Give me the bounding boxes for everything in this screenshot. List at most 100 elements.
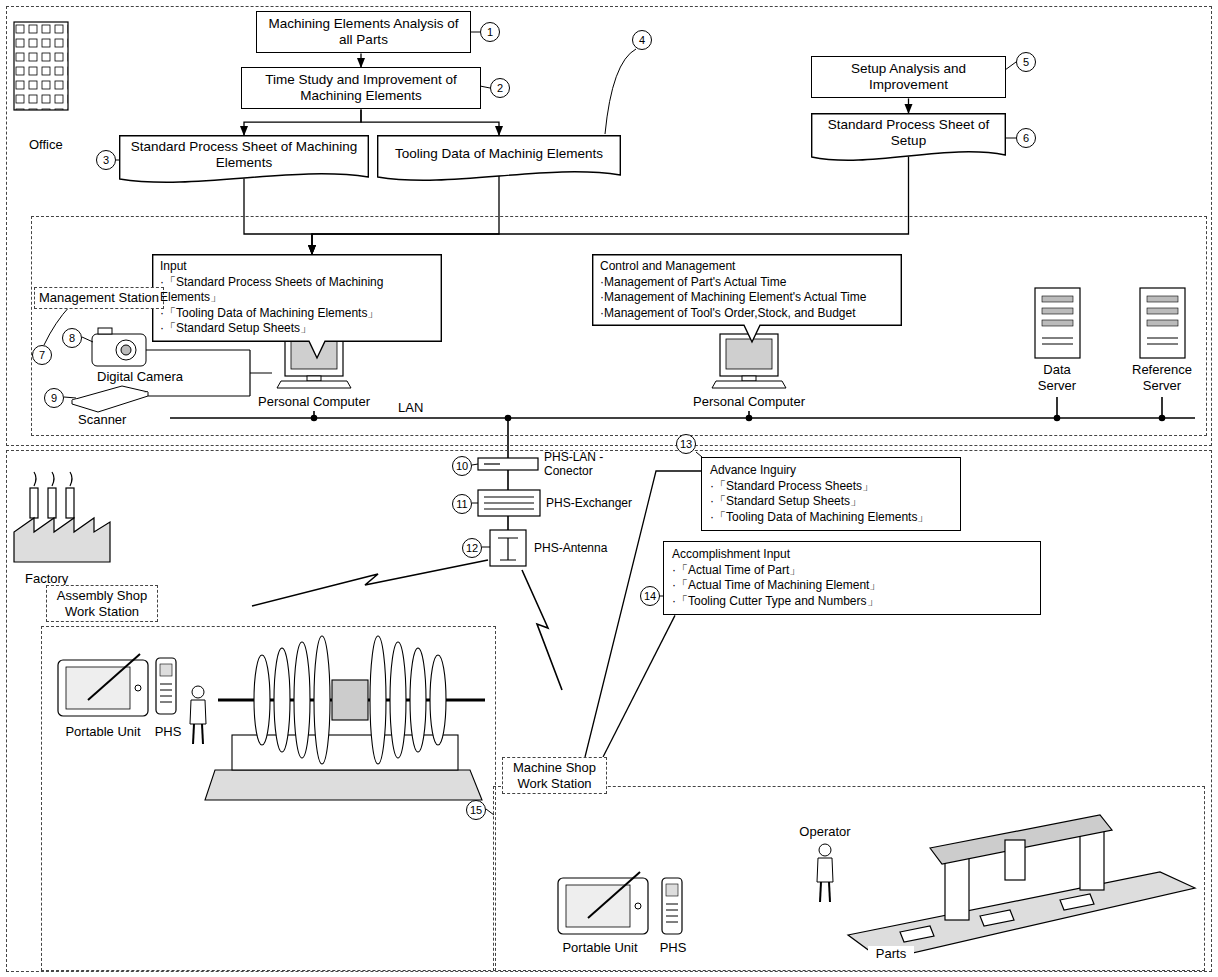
outline — [812, 114, 1006, 161]
drawing-part — [82, 337, 93, 342]
callout-number: 6 — [1016, 128, 1036, 148]
bullet-text: ·「Tooling Data of Machining Elements」 — [710, 510, 952, 526]
part-label: Portable Unit — [48, 724, 158, 740]
drawing-part — [410, 648, 426, 752]
region-heading: Office — [25, 135, 67, 155]
callout-number: 8 — [62, 328, 82, 348]
factory-region: FactoryAssembly Shop Work StationMachine… — [6, 450, 1212, 972]
box-text: Machining Elements Analysis of all Parts — [263, 16, 464, 48]
bullet-text: ·Management of Tool's Order,Stock, and B… — [600, 306, 894, 322]
bullet-text: ·「Actual Time of Machining Element」 — [672, 578, 1032, 594]
bullet-text: ·Management of Machining Element's Actua… — [600, 290, 894, 306]
document-box: Tooling Data of Machinig Elements — [377, 135, 621, 183]
outline — [153, 255, 442, 358]
part-label: Portable Unit — [545, 940, 655, 956]
part-label: PHS-Antenna — [534, 541, 624, 555]
scanner — [72, 386, 148, 412]
bullet-text: ·「Standard Setup Sheets」 — [710, 494, 952, 510]
part-label: Operator — [790, 824, 860, 840]
drawing-part — [478, 490, 540, 516]
region-heading: Machine Shop Work Station — [502, 757, 607, 794]
drawing-part — [1060, 894, 1094, 910]
document-box: Standard Process Sheet of Setup — [811, 113, 1006, 163]
drawing-part — [900, 926, 934, 942]
drawing-part — [205, 770, 482, 800]
drawing-part — [66, 488, 74, 518]
drawing-part — [98, 328, 112, 334]
drawing-part — [92, 334, 146, 366]
drawing-part — [484, 508, 534, 509]
region-heading: Assembly Shop Work Station — [46, 585, 158, 622]
callout-box: Accomplishment Input·「Actual Time of Par… — [663, 541, 1041, 615]
drawing-part — [1055, 416, 1060, 421]
callout-number: 7 — [32, 345, 52, 365]
flow-arrow — [908, 98, 909, 113]
drawing-part — [72, 392, 148, 412]
bullet-text: ·「Tooling Data of Machining Elements」 — [160, 306, 434, 322]
process-box: Machining Elements Analysis of all Parts — [256, 11, 471, 53]
drawing-part — [484, 496, 534, 497]
outline — [378, 136, 621, 181]
callout-number: 1 — [480, 22, 500, 42]
drawing-part — [14, 22, 68, 110]
part-label: Data Server — [1027, 362, 1087, 393]
drawing-part — [274, 648, 290, 752]
box-text: Advance Inguiry — [710, 463, 952, 479]
bullet-text: ·「Standard Process Sheets of Machining E… — [160, 275, 434, 306]
drawing-part — [484, 463, 500, 464]
drawing-part — [747, 416, 752, 421]
process-box: Setup Analysis and Improvement — [811, 56, 1006, 98]
drawing-part — [470, 32, 480, 33]
drawing-part — [472, 464, 478, 465]
drawing-part — [507, 418, 509, 458]
callout-number: 2 — [490, 78, 510, 98]
digital-camera — [92, 328, 146, 366]
drawing-part — [817, 844, 833, 902]
callout-box: Control and Management·Management of Par… — [592, 254, 902, 326]
bullet-text: ·Management of Part's Actual Time — [600, 275, 894, 291]
drawing-part — [945, 858, 969, 920]
office-region: Office Machining Elements Analysis of all… — [6, 6, 1212, 446]
drawing-part — [30, 488, 38, 518]
box-text: Accomplishment Input — [672, 547, 1032, 563]
drawing-part — [252, 560, 488, 606]
flow-arrow — [361, 109, 499, 135]
box-text: Control and Management — [600, 259, 894, 275]
drawing-part — [64, 397, 76, 398]
drawing-part — [484, 502, 534, 503]
bullet-text: ·「Standard Process Sheets」 — [710, 479, 952, 495]
part-label: Scanner — [78, 412, 148, 428]
drawing-part — [332, 680, 368, 720]
bullet-text: ·「Standard Setup Sheets」 — [160, 321, 434, 337]
box-text: Standard Process Sheet of Setup — [817, 117, 1000, 149]
callout-number: 4 — [632, 30, 652, 50]
drawing-part — [156, 658, 176, 714]
box-text: Input — [160, 259, 434, 275]
drawing-part — [34, 472, 72, 486]
drawing-part — [662, 878, 682, 934]
bullet-text: ·「Tooling Cutter Type and Numbers」 — [672, 594, 1032, 610]
drawing-part — [980, 910, 1014, 926]
callout-number: 15 — [466, 800, 486, 820]
part-label: Parts — [868, 946, 914, 962]
drawing-part — [1140, 288, 1185, 358]
process-box: Time Study and Improvement of Machining … — [241, 67, 481, 109]
flow-arrow — [312, 176, 499, 254]
bullet-text: ·「Actual Time of Part」 — [672, 563, 1032, 579]
part-label: Digital Camera — [97, 369, 217, 385]
drawing-part — [48, 488, 56, 518]
drawing-part — [312, 416, 317, 421]
flow-arrow — [244, 109, 361, 135]
drawing-part — [605, 49, 636, 134]
drawing-part — [116, 160, 119, 161]
turbine — [205, 636, 485, 800]
drawing-part — [1035, 288, 1080, 358]
outline — [593, 255, 902, 342]
document-box: Standard Process Sheet of Machining Elem… — [119, 135, 369, 185]
callout-number: 14 — [640, 586, 660, 606]
callout-number: 10 — [452, 456, 472, 476]
drawing-part — [430, 655, 446, 745]
box-text: Tooling Data of Machinig Elements — [383, 146, 615, 162]
drawing-part — [482, 547, 490, 548]
outline — [120, 136, 369, 183]
